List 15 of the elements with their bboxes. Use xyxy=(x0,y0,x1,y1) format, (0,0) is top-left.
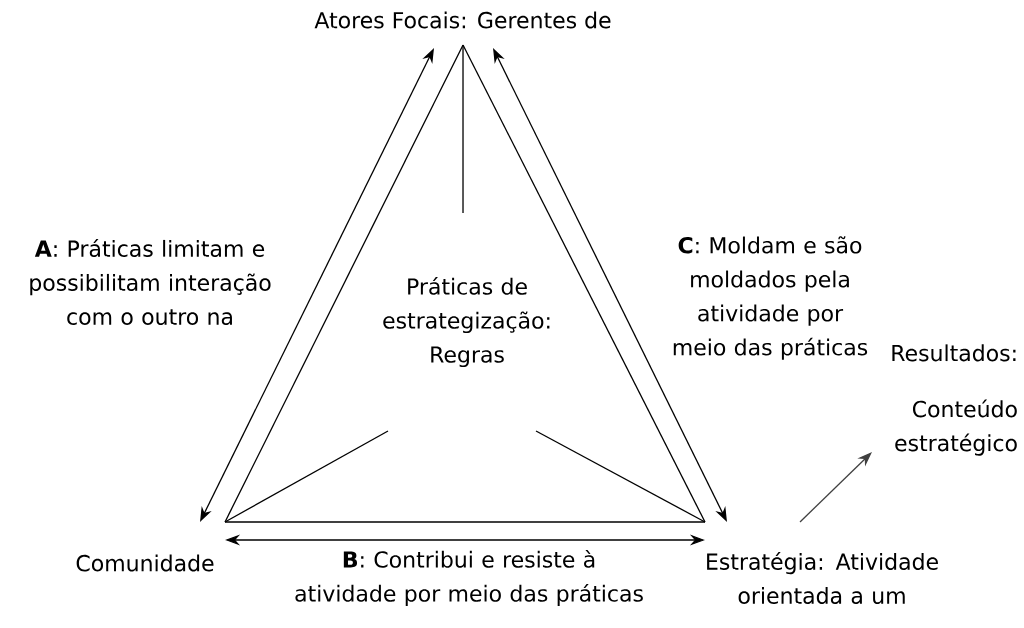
line xyxy=(462,44,706,523)
node-label: Comunidade xyxy=(76,554,214,572)
arrow xyxy=(799,452,872,523)
node-label: Atores Focais: Gerentes de xyxy=(314,11,611,29)
line xyxy=(535,430,706,523)
node-label: Resultados: Conteúdo estratégico xyxy=(892,344,1017,456)
center-label: Práticas de estrategização: Regras xyxy=(383,276,550,368)
line xyxy=(224,430,389,523)
line xyxy=(224,521,706,523)
relation-label: C: Moldam e são moldados pela atividade por meio das práticas xyxy=(673,236,868,360)
line xyxy=(224,44,464,523)
relation-label: B: Contribui e resiste à atividade por meio das práticas xyxy=(295,549,643,607)
node-label: Estratégia: Atividade orientada a um xyxy=(707,552,938,604)
line xyxy=(462,44,464,214)
relation-label: A: Práticas limitam e possibilitam interação com o outro na xyxy=(30,239,271,325)
